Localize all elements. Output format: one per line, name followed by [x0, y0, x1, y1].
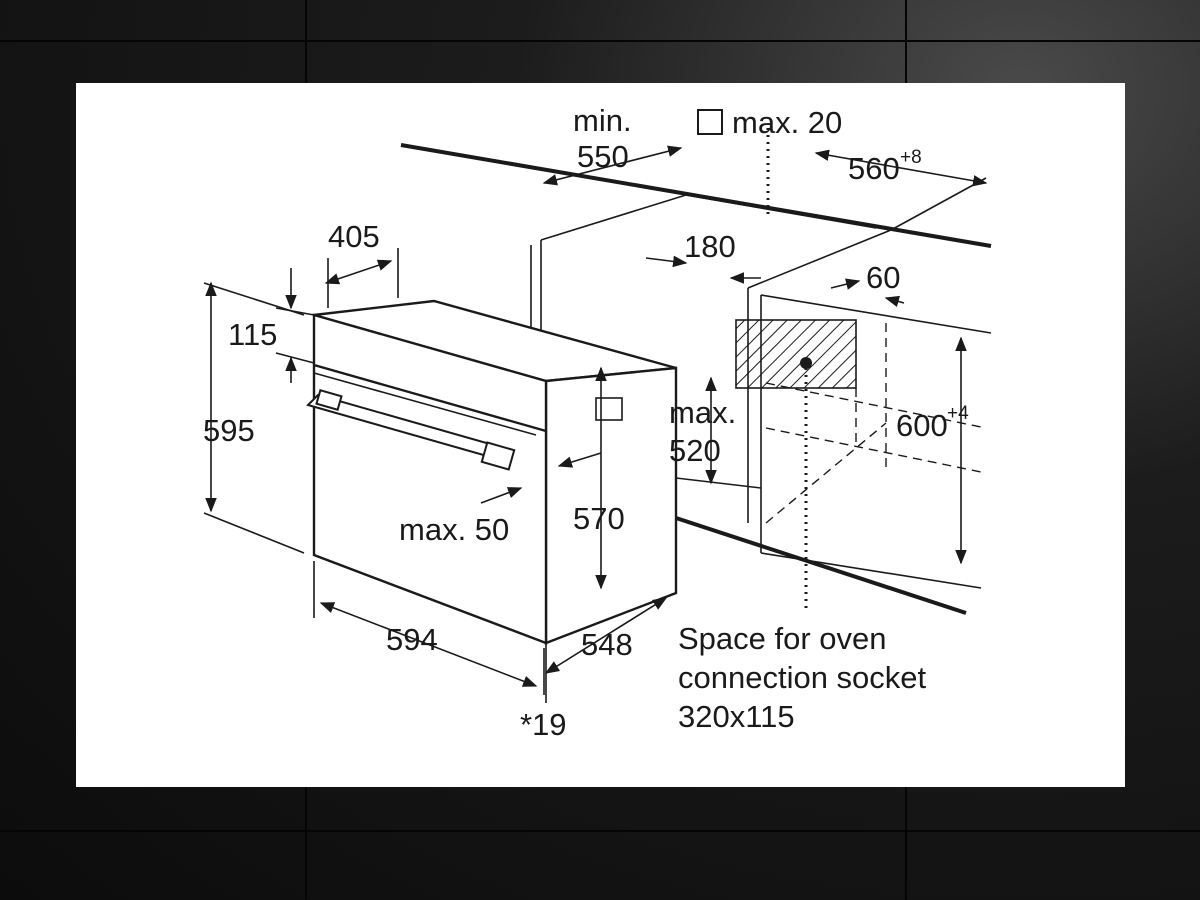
socket-caption-line2: connection socket	[678, 660, 927, 695]
label-560-tolerance: +8	[900, 147, 922, 168]
oven-body	[312, 299, 678, 645]
square-symbol-icon	[697, 109, 723, 135]
dimension-lines	[203, 145, 988, 703]
label-600: 600	[896, 408, 948, 443]
socket-caption-line1: Space for oven	[678, 621, 887, 656]
label-405: 405	[328, 219, 380, 254]
background-seam	[0, 40, 1200, 42]
installation-diagram-panel: min. 550 max. 20 560 +8 405 180 60 115 5…	[76, 83, 1125, 787]
socket-caption-line3: 320x115	[678, 699, 795, 734]
label-595: 595	[203, 413, 255, 448]
oven-handle	[306, 389, 516, 471]
niche-dashed-outline	[765, 323, 987, 524]
label-548: 548	[581, 627, 633, 662]
label-180: 180	[684, 229, 736, 264]
label-520: 520	[669, 433, 721, 468]
label-550: 550	[577, 139, 629, 174]
label-19: *19	[520, 707, 567, 742]
label-max20: max. 20	[732, 105, 842, 140]
socket-point	[800, 357, 812, 369]
label-max: max.	[669, 395, 736, 430]
socket-area-hatch	[735, 319, 857, 389]
label-560: 560	[848, 151, 900, 186]
background-seam	[0, 830, 1200, 832]
label-594: 594	[386, 622, 438, 657]
oven-installation-diagram: min. 550 max. 20 560 +8 405 180 60 115 5…	[203, 103, 992, 742]
label-60: 60	[866, 260, 900, 295]
label-570: 570	[573, 501, 625, 536]
label-115: 115	[228, 317, 277, 352]
cabinet-outline	[400, 143, 992, 615]
label-600-tolerance: +4	[947, 403, 969, 424]
label-min: min.	[573, 103, 632, 138]
label-max50: max. 50	[399, 512, 509, 547]
